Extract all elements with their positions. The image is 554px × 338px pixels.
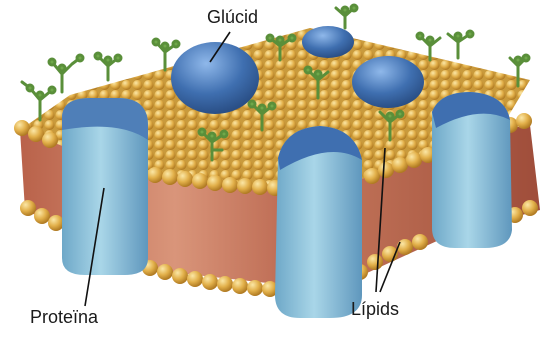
glycan-3 (95, 53, 121, 80)
glycan-8 (448, 31, 473, 58)
label-lipids: Lípids (351, 300, 399, 318)
glycan-6 (336, 5, 357, 28)
label-glucid: Glúcid (207, 8, 258, 26)
protein-dome-glycoprotein (171, 42, 259, 114)
transmembrane-protein-right (432, 92, 512, 248)
protein-dome-right (352, 56, 424, 108)
transmembrane-protein-left (62, 98, 148, 275)
label-proteina: Proteïna (30, 308, 98, 326)
protein-dome-back (302, 26, 354, 58)
transmembrane-protein-center (275, 126, 362, 318)
